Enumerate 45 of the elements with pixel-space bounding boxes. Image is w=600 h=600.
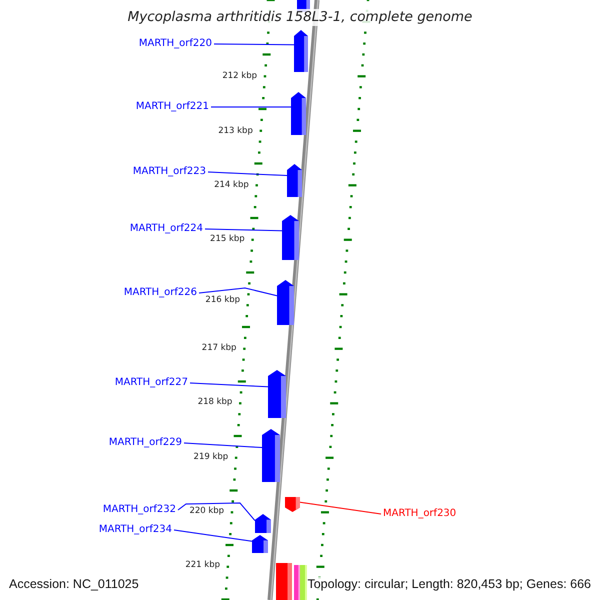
gene-feature [277,280,294,325]
tick-label: 214 kbp [214,180,249,190]
tick-label: 221 kbp [185,560,220,570]
tick-label: 220 kbp [189,506,224,516]
gene-label: MARTH_orf230 [383,508,456,520]
leader-line [300,502,382,514]
gene-bar [300,565,307,600]
gene-feature [262,429,280,482]
gene-feature [282,215,299,260]
gene-feature [291,92,306,135]
gene-label: MARTH_orf223 [132,166,206,178]
tick-label: 215 kbp [210,234,245,244]
leader-line [174,530,252,542]
leader-line [214,44,294,46]
gene-feature [255,514,271,533]
gene-label: MARTH_orf229 [108,437,182,449]
gene-feature [287,164,302,197]
tick-label: 212 kbp [222,71,257,81]
gene-label: MARTH_orf221 [136,101,209,113]
gene-label: MARTH_orf227 [114,377,188,389]
tick-label: 216 kbp [205,295,240,305]
leader-line [208,172,288,176]
gene-label: MARTH_orf234 [98,524,172,536]
gene-label: MARTH_orf226 [124,287,197,299]
leader-line [184,442,262,448]
gene-label: MARTH_orf224 [130,223,203,235]
genome-info-text: Topology: circular; Length: 820,453 bp; Genes: 666 [307,577,591,592]
gene-feature [285,497,300,512]
gene-label: MARTH_orf232 [102,504,176,516]
tick-label: 218 kbp [198,397,232,407]
gene-feature [268,370,286,418]
tick-label: 219 kbp [194,452,228,462]
gene-feature [252,535,268,553]
leader-line [210,106,292,108]
leader-line [204,228,282,232]
accession-text: Accession: NC_011025 [9,577,139,592]
gene-label: MARTH_orf220 [138,38,212,50]
tick-label: 213 kbp [218,126,253,136]
gene-bar [294,565,300,600]
leader-line [190,382,268,388]
leader-line [198,288,278,296]
gene-feature [294,30,308,72]
tick-label: 217 kbp [202,343,236,353]
gene-bar [276,563,292,600]
leader-line [178,502,256,522]
